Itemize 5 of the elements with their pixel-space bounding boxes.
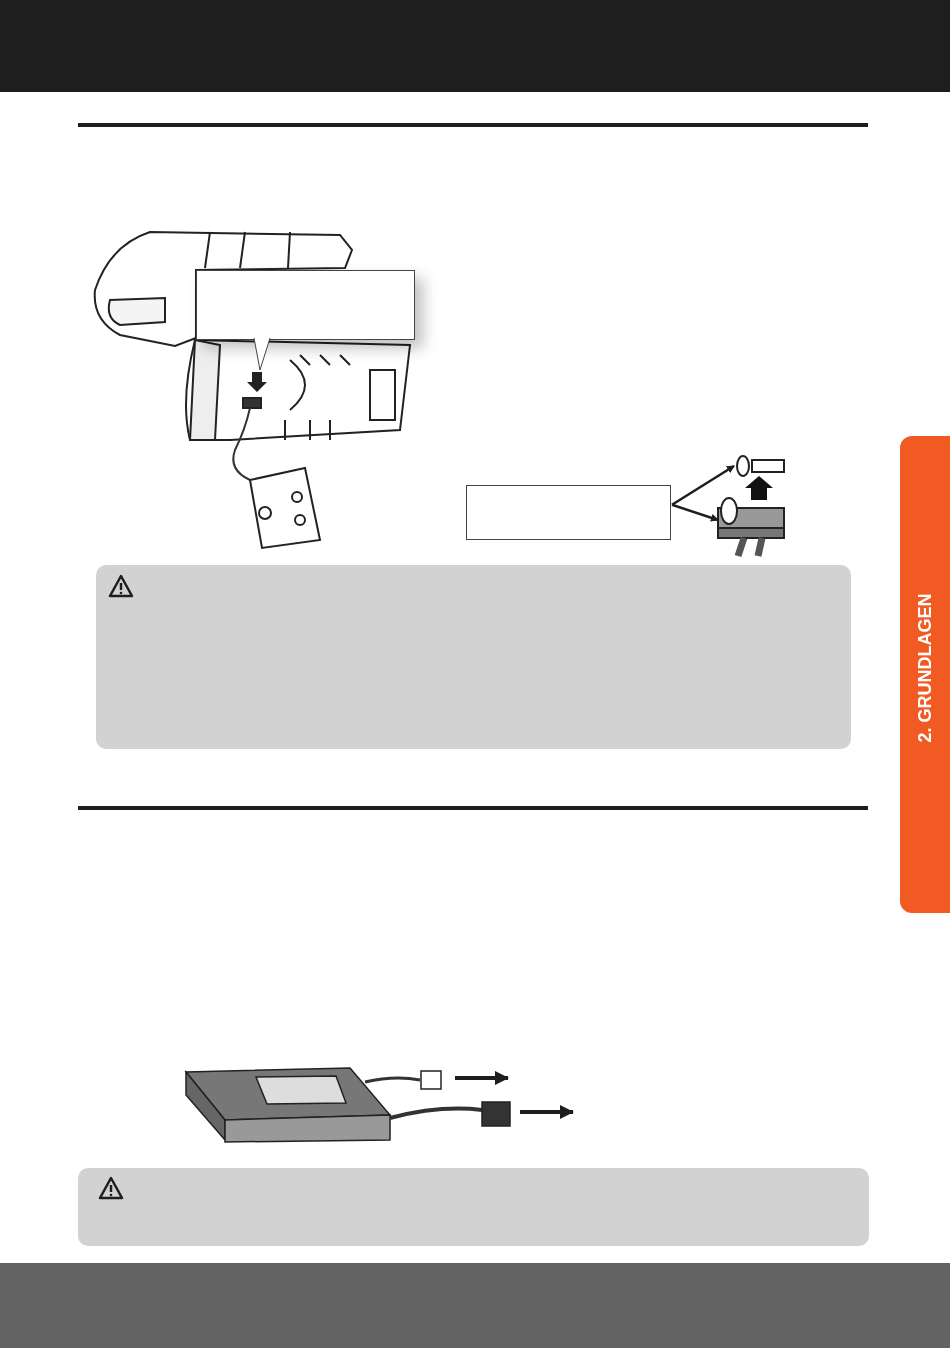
arrow <box>671 503 719 522</box>
callout-box <box>466 485 671 540</box>
callout-box <box>196 270 415 340</box>
chapter-title: 2. GRUNDLAGEN <box>914 593 936 743</box>
arrow <box>671 464 735 506</box>
